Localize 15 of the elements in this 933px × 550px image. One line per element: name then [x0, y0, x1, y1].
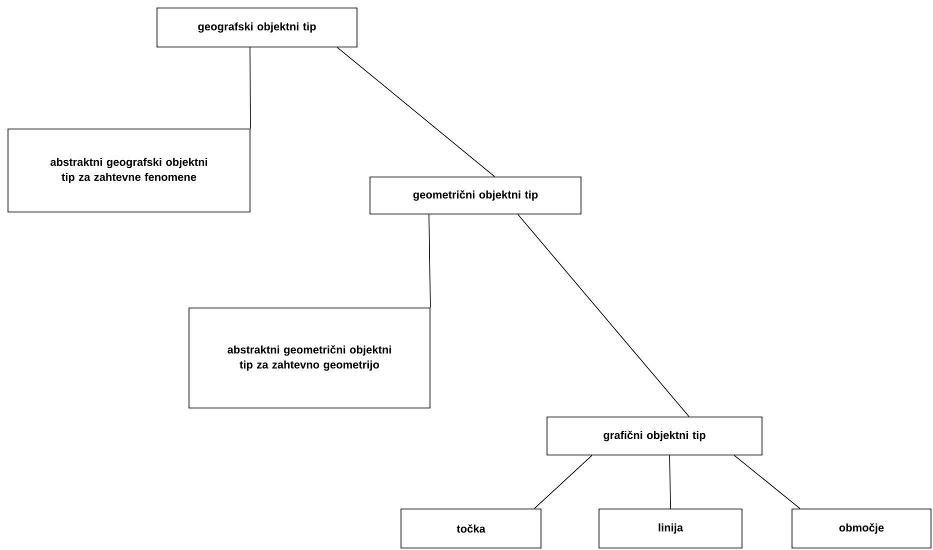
connector-line: [669, 455, 671, 509]
type-box: območje: [792, 508, 932, 548]
connector-line: [428, 214, 431, 308]
connector-line: [534, 455, 592, 509]
type-box: abstraktni geometrični objektni tip za zahtevno geometrijo: [188, 308, 430, 408]
type-box: točka: [400, 508, 542, 548]
type-box: linija: [598, 508, 742, 548]
type-box: abstraktni geografski objektni tip za zahtevne fenomene: [8, 128, 250, 212]
type-box: geografski objektni tip: [156, 8, 358, 48]
connector-line: [517, 214, 690, 417]
type-box: grafični objektni tip: [546, 416, 762, 456]
connector-line: [336, 47, 495, 177]
connector-line: [734, 455, 800, 509]
connector-line: [250, 47, 251, 129]
type-box: geometrični objektni tip: [370, 176, 582, 214]
